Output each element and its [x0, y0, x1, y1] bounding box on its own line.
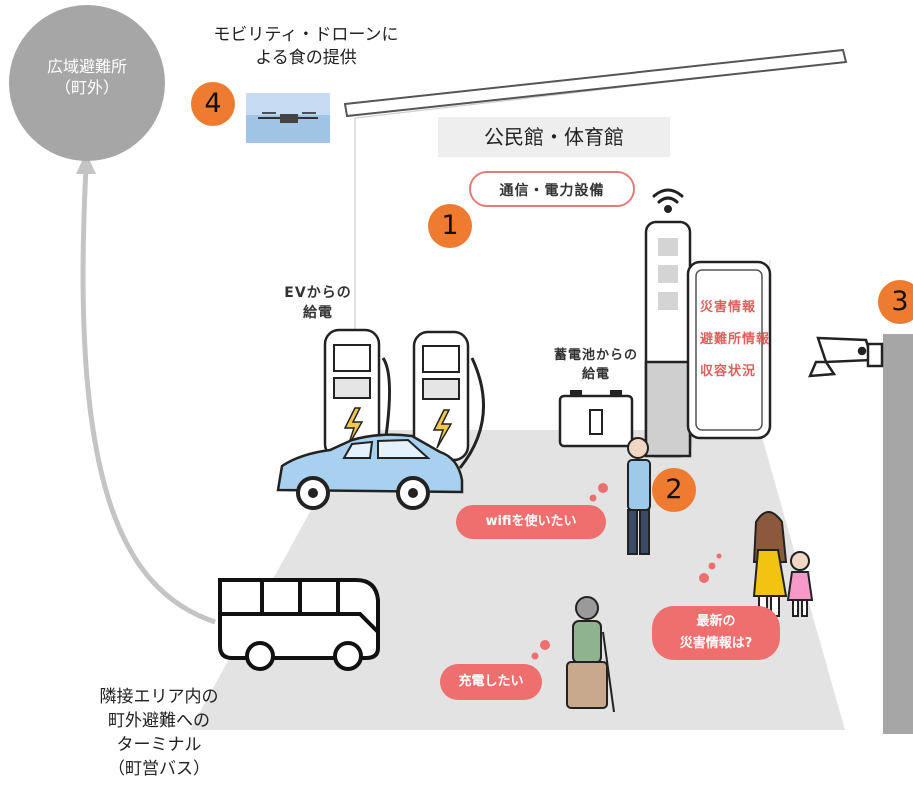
badge-2: 2: [652, 468, 696, 512]
lightning-icon: [343, 407, 364, 447]
battery-label: 蓄電池からの 給電: [553, 348, 638, 382]
terminal-caption: 隣接エリア内の 町外避難への ターミナル （町営バス）: [99, 687, 219, 779]
evacuation-site-circle: [9, 5, 165, 161]
battery-icon: [558, 390, 634, 448]
comms-pill: [469, 171, 635, 207]
drone-icon: [246, 93, 330, 143]
comm-tower: [644, 220, 692, 458]
building-title: 公民館・体育館: [484, 125, 624, 149]
badge-1: 1: [428, 204, 472, 248]
drone-caption: モビリティ・ドローンに よる食の提供: [213, 25, 399, 68]
bus-icon: [218, 578, 380, 671]
ev-label: EVからの 給電: [284, 285, 352, 321]
badge-4: 4: [191, 82, 235, 126]
signage-line-1: 災害情報: [700, 300, 757, 315]
ev-charger-2: [412, 330, 486, 469]
elderly-figure: [566, 596, 615, 713]
comms-label: 通信・電力設備: [499, 183, 605, 199]
child-figure: [786, 551, 814, 617]
signage-board: [686, 260, 772, 440]
speech-dots: [531, 483, 722, 660]
wifi-icon: [652, 188, 684, 213]
evacuation-arrow: [80, 167, 216, 625]
speech-bubble-charge: 充電したい: [440, 664, 542, 700]
lightning-icon: [432, 409, 453, 449]
side-wall: [883, 334, 913, 734]
electric-car: [276, 433, 464, 510]
evacuation-site-label: 広域避難所 （町外）: [46, 57, 127, 97]
speech-bubble-wifi: wifiを使いたい: [456, 505, 606, 539]
speech-bubble-latest: 最新の 災害情報は?: [652, 606, 780, 660]
building-title-box: 公民館・体育館: [438, 117, 670, 157]
signage-line-3: 収容状況: [700, 364, 757, 379]
ev-charger-1: [323, 328, 392, 469]
man-figure: [627, 437, 651, 555]
roof: [343, 48, 848, 118]
woman-figure: [752, 511, 788, 617]
badge-3: 3: [878, 280, 913, 324]
signage-line-2: 避難所情報: [700, 332, 771, 347]
arrow-head-icon: [76, 152, 96, 174]
camera-icon: [808, 336, 884, 378]
